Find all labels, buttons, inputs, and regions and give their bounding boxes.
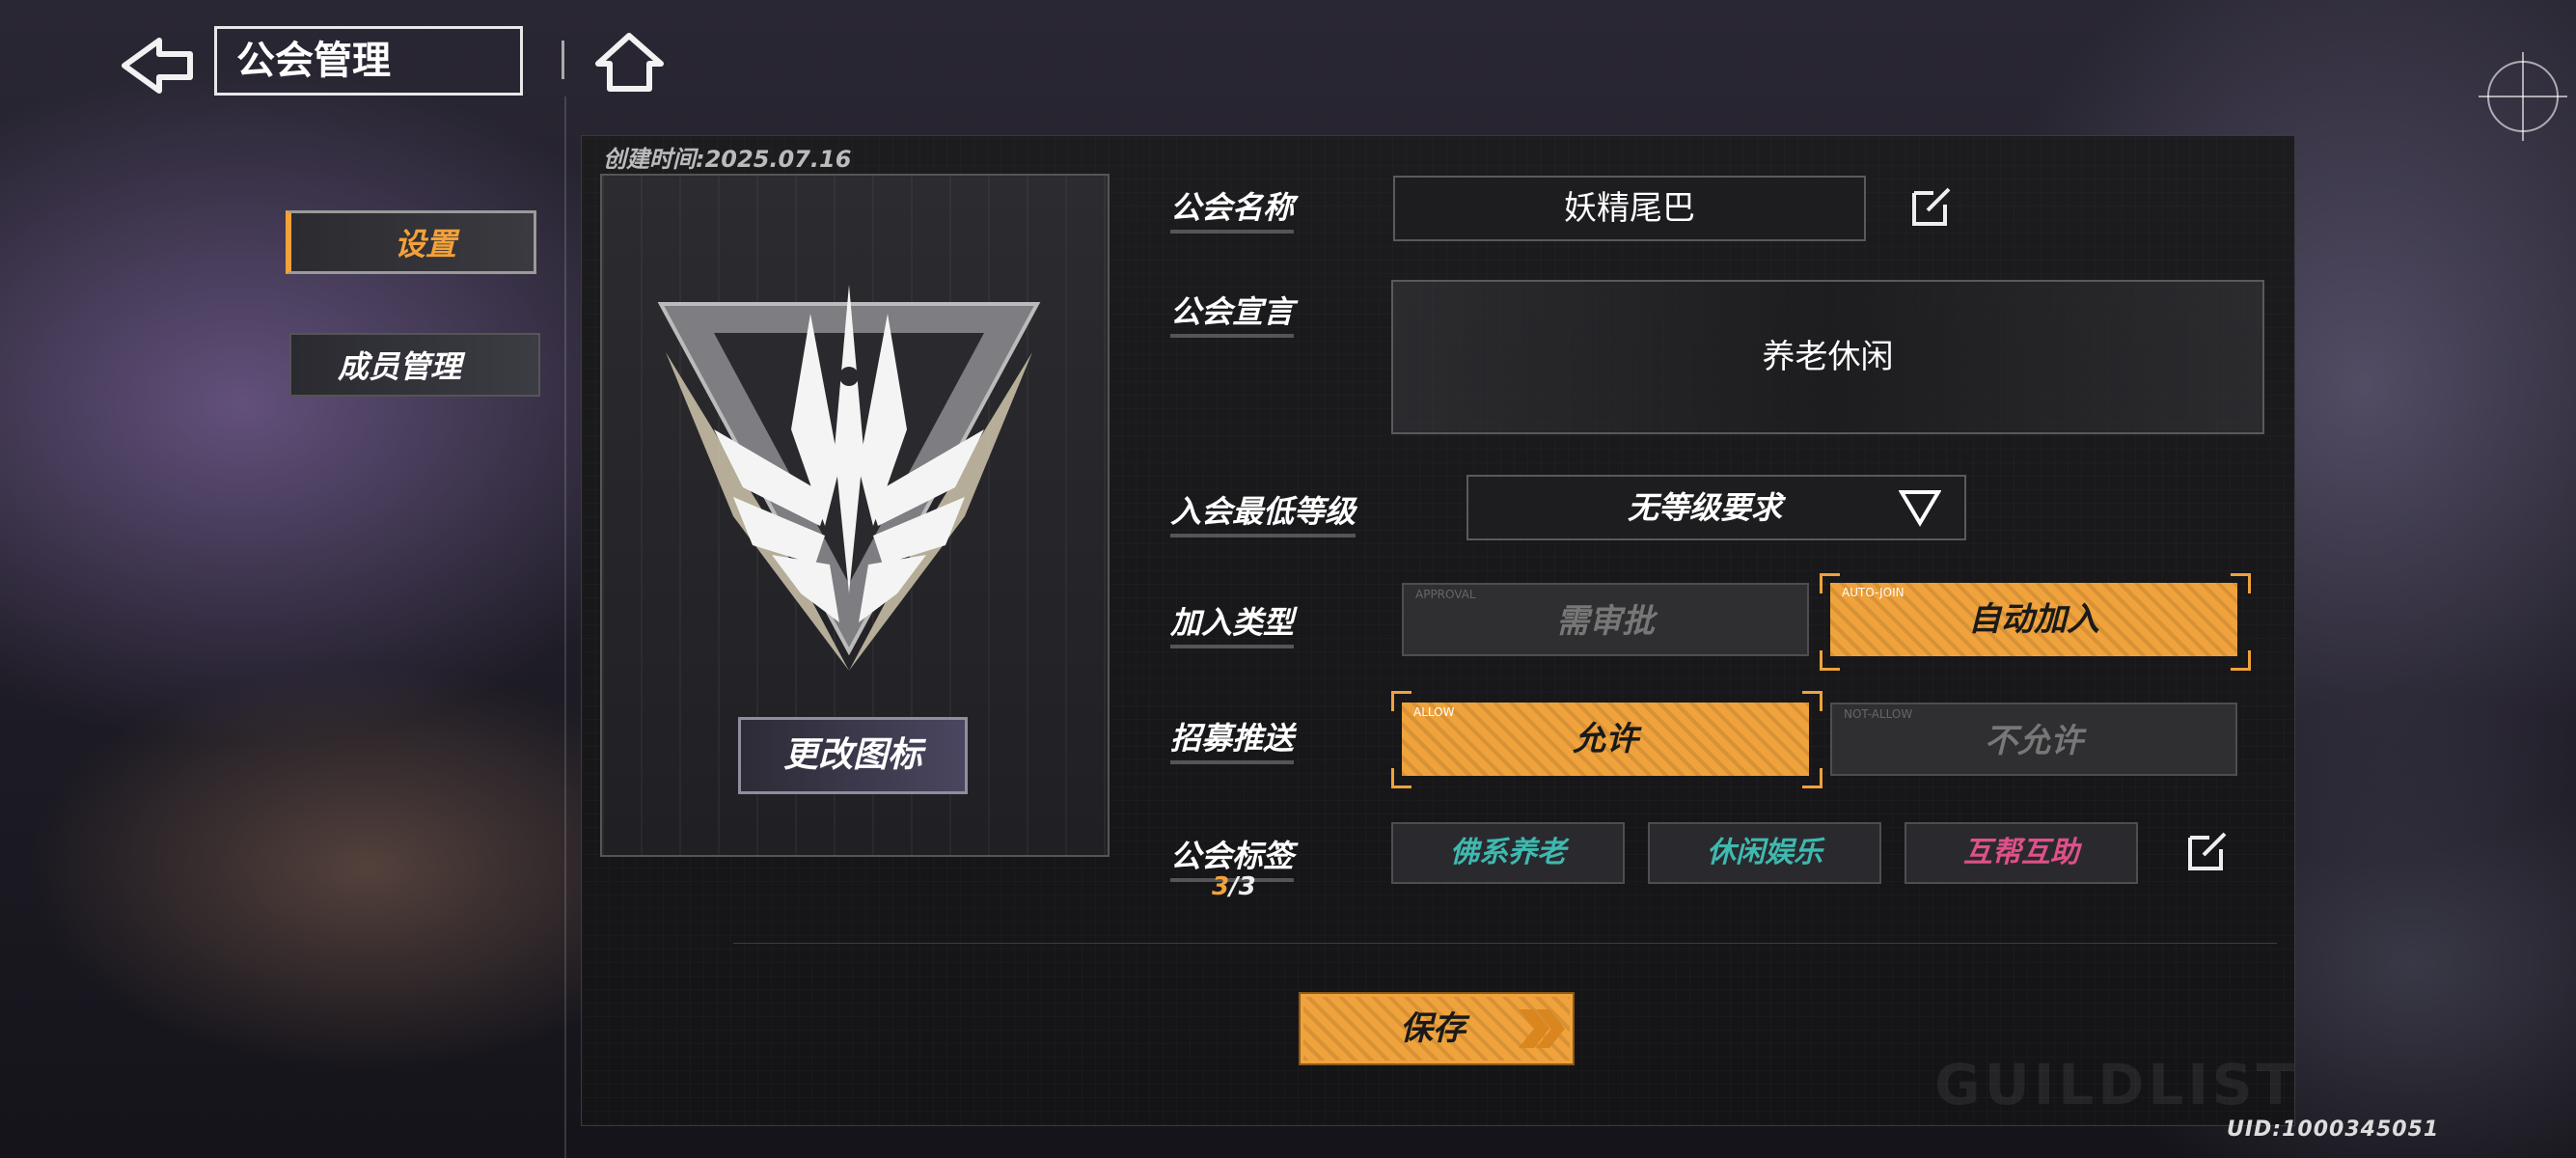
edit-tags-icon[interactable] [2184,828,2231,874]
min-level-value: 无等级要求 [1628,489,1783,526]
uid-label: UID:1000345051 [2227,1117,2440,1142]
option-tag: APPROVAL [1415,588,1476,601]
change-icon-button[interactable]: 更改图标 [738,717,968,794]
header-divider [562,41,564,79]
tag-count-total: /3 [1229,872,1256,901]
recruit-push-label-text: 招募推送 [1170,720,1295,757]
nav-members[interactable]: 成员管理 [289,333,540,397]
label-underline [1170,230,1295,234]
nav-members-label: 成员管理 [337,348,461,385]
guild-name-field[interactable]: 妖精尾巴 [1393,176,1866,241]
panel-divider [733,943,2277,944]
tag-count-current: 3 [1212,872,1230,901]
tags-label-text: 公会标签 [1170,838,1295,874]
guild-name-label: 公会名称 [1170,183,1295,234]
back-arrow-icon [122,38,193,94]
declaration-label-text: 公会宣言 [1170,293,1295,330]
label-underline [1170,878,1295,882]
double-chevron-icon [1517,1007,1567,1054]
tag-count: 3/3 [1212,872,1256,901]
option-tag: NOT-ALLOW [1844,707,1913,721]
min-level-dropdown[interactable]: 无等级要求 [1466,475,1966,540]
selection-bracket [1391,768,1411,788]
declaration-field[interactable]: 养老休闲 [1391,280,2264,434]
tags-label: 公会标签 [1170,832,1295,882]
join-type-label-text: 加入类型 [1170,604,1295,641]
option-tag: ALLOW [1413,705,1455,719]
selection-bracket [2231,573,2251,593]
label-underline [1170,334,1295,338]
option-label: 不允许 [1985,722,2083,760]
created-date: 创建时间:2025.07.16 [603,146,852,173]
recruit-option-allow[interactable]: ALLOW 允许 [1402,703,1809,776]
recruit-push-label: 招募推送 [1170,714,1295,764]
compass-icon [2475,48,2571,145]
recruit-option-not-allow[interactable]: NOT-ALLOW 不允许 [1830,703,2237,776]
tag-chip[interactable]: 休闲娱乐 [1648,822,1881,884]
min-level-label: 入会最低等级 [1170,487,1357,538]
guild-emblem-icon [646,275,1052,680]
selection-bracket [1391,691,1411,711]
guild-name-label-text: 公会名称 [1170,189,1295,226]
selection-bracket [1820,573,1840,593]
guildlist-watermark: GUILDLIST [1934,1052,2299,1117]
option-label: 允许 [1573,720,1638,758]
save-button[interactable]: 保存 [1299,992,1575,1065]
chevron-down-icon [1898,488,1942,531]
join-type-label: 加入类型 [1170,598,1295,648]
selection-bracket [1802,691,1822,711]
save-label: 保存 [1400,1009,1466,1048]
back-button[interactable] [121,37,198,95]
min-level-label-text: 入会最低等级 [1170,493,1357,530]
option-label: 需审批 [1556,602,1655,641]
option-label: 自动加入 [1968,600,2099,639]
tag-chip[interactable]: 佛系养老 [1391,822,1625,884]
selection-bracket [1820,650,1840,671]
label-underline [1170,645,1295,648]
join-option-approval[interactable]: APPROVAL 需审批 [1402,583,1809,656]
tag-chip[interactable]: 互帮互助 [1905,822,2138,884]
page-title: 公会管理 [214,26,523,96]
nav-settings[interactable]: 设置 [286,210,536,274]
label-underline [1170,534,1357,538]
selection-bracket [2231,650,2251,671]
label-underline [1170,760,1295,764]
home-icon [595,33,664,92]
join-option-auto[interactable]: AUTO-JOIN 自动加入 [1830,583,2237,656]
decor-line [564,96,566,1158]
home-button[interactable] [593,31,666,94]
selection-bracket [1802,768,1822,788]
option-tag: AUTO-JOIN [1842,586,1905,599]
nav-settings-label: 设置 [394,226,456,262]
declaration-label: 公会宣言 [1170,288,1295,338]
edit-name-icon[interactable] [1908,183,1955,230]
